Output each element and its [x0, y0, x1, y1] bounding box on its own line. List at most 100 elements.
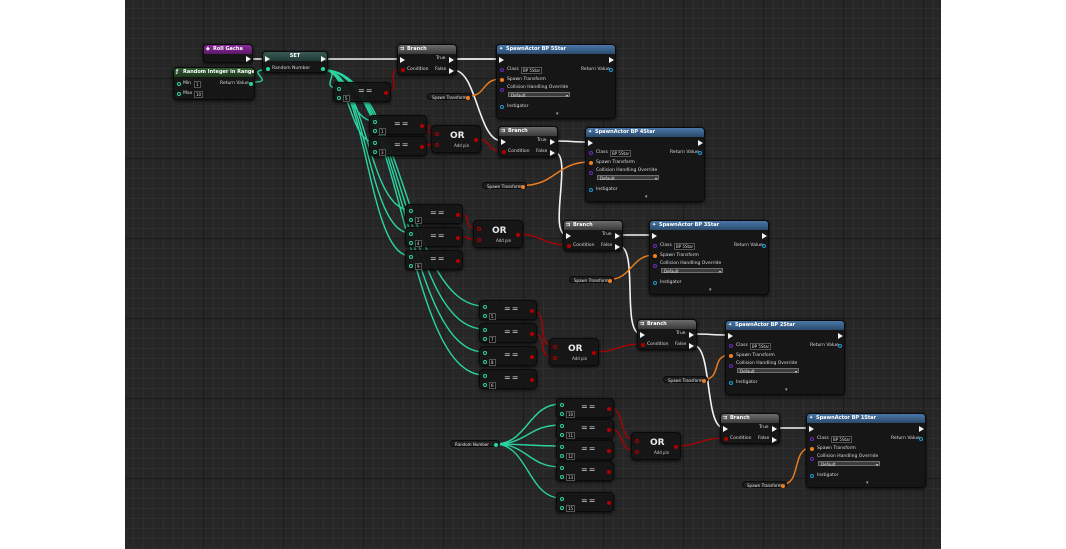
- collision-dropdown[interactable]: Default: [737, 368, 799, 374]
- equal-input-b[interactable]: [560, 475, 564, 479]
- spawn-exec-out[interactable]: [762, 233, 767, 239]
- equal-input-b[interactable]: [337, 96, 341, 100]
- collision-dropdown[interactable]: Default: [661, 268, 723, 274]
- equal-node[interactable]: 5==: [333, 82, 391, 102]
- equal-input-b[interactable]: [560, 412, 564, 416]
- set-exec-out[interactable]: [321, 56, 326, 62]
- branch-exec-in[interactable]: [400, 57, 405, 63]
- equal-input-b[interactable]: [409, 264, 413, 268]
- branch-false-pin[interactable]: [550, 150, 555, 156]
- equal-input-a[interactable]: [409, 255, 413, 259]
- expand-chevron-icon[interactable]: ▾: [645, 194, 648, 200]
- equal-output-pin[interactable]: [420, 145, 424, 149]
- equal-value-input[interactable]: 4: [415, 240, 422, 247]
- equal-node[interactable]: 3==: [369, 136, 427, 156]
- equal-value-input[interactable]: 5: [343, 95, 350, 102]
- equal-node[interactable]: 12==: [556, 440, 614, 460]
- equal-input-b[interactable]: [483, 360, 487, 364]
- max-value-input[interactable]: 10: [194, 91, 204, 98]
- collision-pin[interactable]: [729, 364, 733, 368]
- equal-input-a[interactable]: [373, 141, 377, 145]
- spawn-exec-out[interactable]: [919, 426, 924, 432]
- equal-output-pin[interactable]: [530, 378, 534, 382]
- or-input-a[interactable]: [477, 227, 481, 231]
- branch-condition-pin[interactable]: [567, 244, 571, 248]
- spawn-exec-in[interactable]: [652, 233, 657, 239]
- equal-input-b[interactable]: [373, 129, 377, 133]
- expand-chevron-icon[interactable]: ▾: [709, 287, 712, 293]
- equal-input-a[interactable]: [483, 305, 487, 309]
- getter-output-pin[interactable]: [521, 184, 525, 189]
- instigator-pin[interactable]: [500, 105, 504, 109]
- spawn-exec-in[interactable]: [728, 333, 733, 339]
- equal-value-input[interactable]: 12: [566, 453, 576, 460]
- or-input-a[interactable]: [553, 345, 557, 349]
- equal-input-a[interactable]: [337, 87, 341, 91]
- equal-value-input[interactable]: 1: [379, 128, 386, 135]
- equal-input-a[interactable]: [373, 120, 377, 124]
- equal-node[interactable]: 4==: [405, 227, 463, 247]
- spawn-exec-in[interactable]: [499, 57, 504, 63]
- class-pin[interactable]: [810, 437, 814, 441]
- branch-condition-pin[interactable]: [724, 437, 728, 441]
- getter-output-pin[interactable]: [608, 278, 612, 283]
- equal-input-b[interactable]: [560, 454, 564, 458]
- equal-value-input[interactable]: 2: [415, 217, 422, 224]
- spawn-exec-out[interactable]: [838, 333, 843, 339]
- max-pin[interactable]: [177, 92, 181, 96]
- equal-output-pin[interactable]: [456, 259, 460, 263]
- expand-chevron-icon[interactable]: ▾: [556, 111, 559, 117]
- add-pin-button[interactable]: Add pin: [654, 450, 670, 455]
- branch-condition-pin[interactable]: [641, 343, 645, 347]
- equal-input-a[interactable]: [409, 209, 413, 213]
- equal-value-input[interactable]: 3: [379, 149, 386, 156]
- return-value-pin[interactable]: [609, 68, 613, 72]
- spawn-transform-getter[interactable]: Spawn Transform: [427, 93, 472, 100]
- or-output-pin[interactable]: [516, 233, 520, 237]
- equal-output-pin[interactable]: [607, 470, 611, 474]
- equal-input-a[interactable]: [560, 424, 564, 428]
- class-pin[interactable]: [729, 344, 733, 348]
- return-value-pin[interactable]: [698, 151, 702, 155]
- equal-value-input[interactable]: 6: [489, 382, 496, 389]
- equal-value-input[interactable]: 15: [566, 505, 576, 512]
- expand-chevron-icon[interactable]: ▾: [866, 480, 869, 486]
- class-pin[interactable]: [500, 68, 504, 72]
- collision-pin[interactable]: [589, 171, 593, 175]
- branch-true-pin[interactable]: [550, 139, 555, 145]
- or-input-b[interactable]: [635, 450, 639, 454]
- branch-false-pin[interactable]: [689, 343, 694, 349]
- or-input-b[interactable]: [477, 238, 481, 242]
- equal-output-pin[interactable]: [607, 449, 611, 453]
- branch-true-pin[interactable]: [449, 57, 454, 63]
- equal-value-input[interactable]: 10: [566, 411, 576, 418]
- equal-node[interactable]: 11==: [556, 419, 614, 439]
- or-input-b[interactable]: [435, 143, 439, 147]
- instigator-pin[interactable]: [589, 188, 593, 192]
- set-out-pin[interactable]: [321, 67, 325, 71]
- equal-node[interactable]: 6==: [479, 369, 537, 389]
- class-value[interactable]: BP 5Star: [674, 243, 696, 250]
- equal-value-input[interactable]: 11: [566, 432, 576, 439]
- spawn-transform-getter[interactable]: Spawn Transform: [482, 182, 527, 189]
- collision-dropdown[interactable]: Default: [818, 461, 880, 467]
- branch-false-pin[interactable]: [449, 68, 454, 74]
- spawn-transform-pin[interactable]: [589, 161, 593, 165]
- equal-input-b[interactable]: [483, 314, 487, 318]
- random-number-getter[interactable]: Random Number: [450, 440, 500, 447]
- set-exec-in[interactable]: [265, 56, 270, 62]
- equal-value-input[interactable]: 9: [415, 263, 422, 270]
- equal-node[interactable]: 13==: [556, 461, 614, 481]
- equal-value-input[interactable]: 5: [489, 313, 496, 320]
- spawn-transform-pin[interactable]: [500, 78, 504, 82]
- branch-exec-in[interactable]: [566, 233, 571, 239]
- event-node-roll-gacha[interactable]: ◆Roll Gacha: [203, 44, 253, 63]
